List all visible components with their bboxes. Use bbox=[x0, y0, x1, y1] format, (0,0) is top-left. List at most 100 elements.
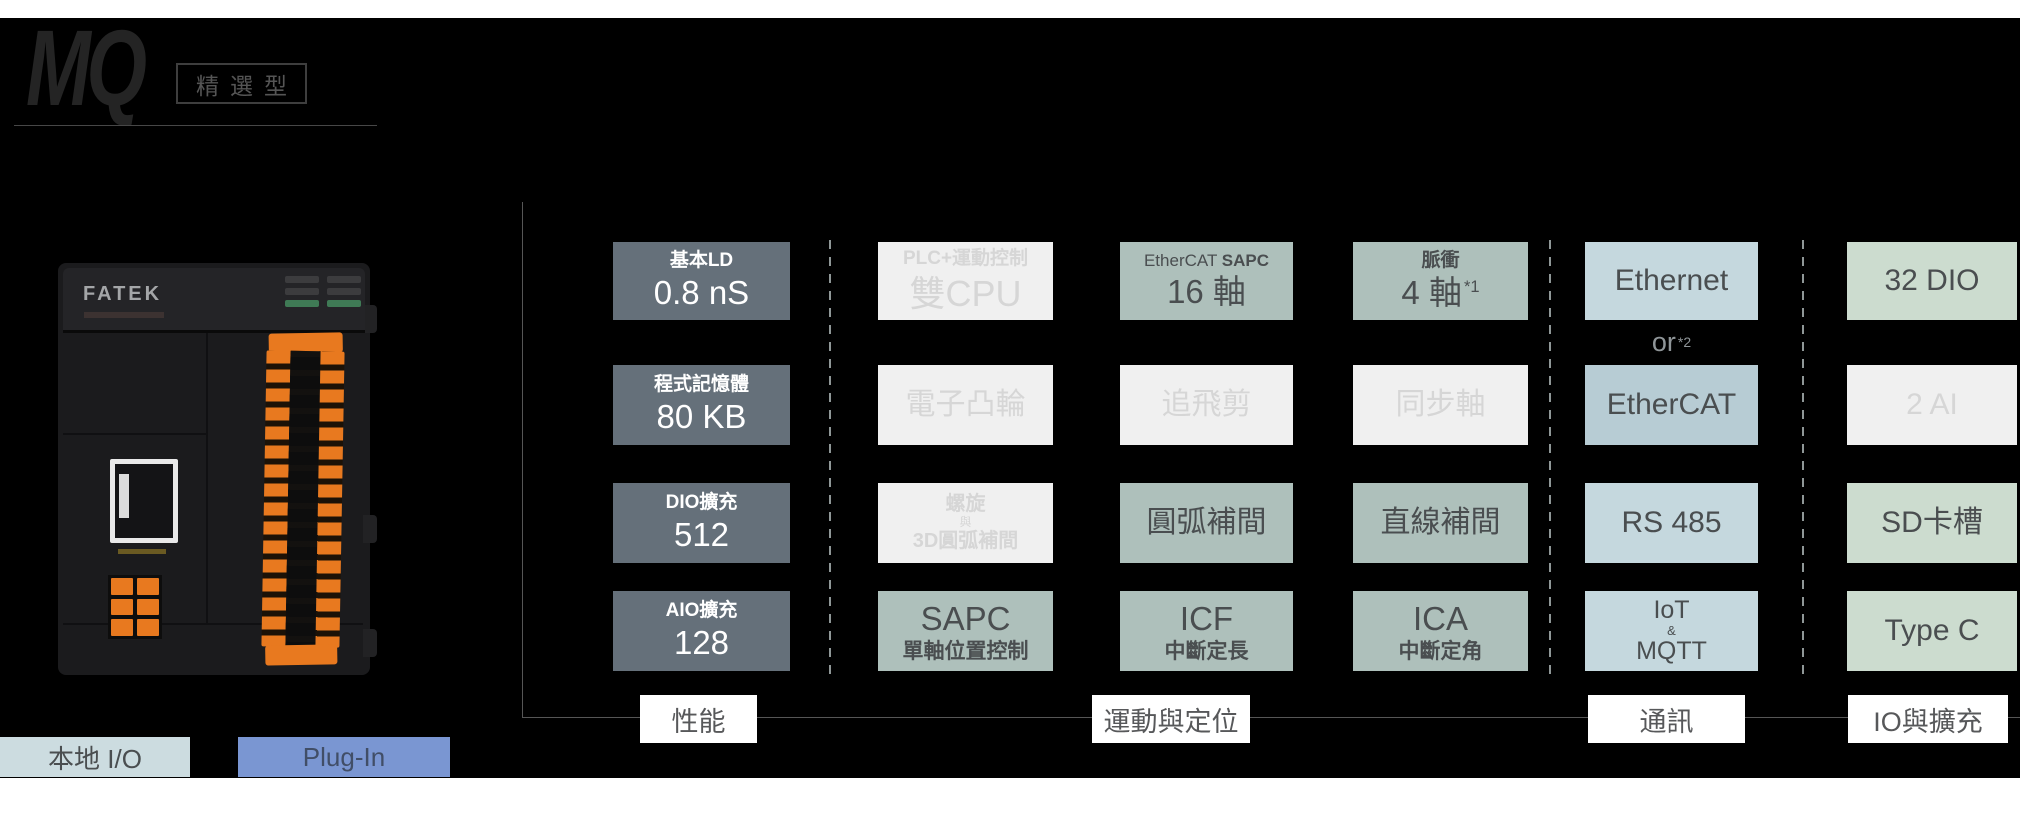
tile-value: 16 軸 bbox=[1167, 273, 1246, 311]
tile-electronic-cam-unavailable: 電子凸輪 bbox=[878, 365, 1053, 445]
led-indicator bbox=[285, 276, 319, 283]
column-separator-dashed bbox=[1802, 240, 1804, 676]
tile-value: 512 bbox=[673, 516, 730, 554]
connector-cell bbox=[137, 619, 159, 636]
io-mini-connector bbox=[108, 575, 162, 639]
terminal-teeth-right bbox=[315, 351, 345, 648]
plc-device-illustration: FATEK bbox=[58, 263, 377, 675]
page-title: MQ bbox=[26, 7, 147, 128]
led-indicator bbox=[285, 288, 319, 295]
tile-label: DIO擴充 bbox=[665, 491, 738, 513]
tile-rs485: RS 485 bbox=[1585, 483, 1758, 563]
footnote-marker: *1 bbox=[1463, 278, 1480, 297]
tile-label: 程式記憶體 bbox=[653, 373, 749, 395]
tile-value: SAPC bbox=[920, 600, 1011, 638]
tile-value: 128 bbox=[673, 624, 730, 662]
device-panel-seam bbox=[63, 433, 206, 435]
tile-line2: 與 bbox=[959, 515, 972, 530]
diagram-canvas: MQ 精選型 FATEK bbox=[0, 14, 2020, 778]
tile-value: 0.8 nS bbox=[653, 274, 750, 312]
tile-aio-expansion: AIO擴充 128 bbox=[613, 591, 790, 671]
tile-value: Ethernet bbox=[1614, 263, 1729, 297]
led-indicator bbox=[327, 288, 361, 295]
tile-value: 32 DIO bbox=[1884, 263, 1980, 297]
header-divider bbox=[14, 125, 377, 126]
tile-value: 同步軸 bbox=[1395, 387, 1486, 421]
tile-type-c: Type C bbox=[1847, 591, 2017, 671]
tile-ethernet: Ethernet bbox=[1585, 242, 1758, 320]
tile-value: SD卡槽 bbox=[1881, 505, 1983, 539]
terminal-block bbox=[261, 332, 347, 666]
connector-cell bbox=[137, 598, 159, 616]
tile-value: 80 KB bbox=[656, 398, 747, 436]
connector-cell bbox=[137, 578, 159, 595]
diagram-left-border bbox=[522, 202, 523, 717]
tile-label: AIO擴充 bbox=[665, 599, 738, 621]
tile-dio-expansion: DIO擴充 512 bbox=[613, 483, 790, 563]
device-din-clip bbox=[363, 629, 377, 657]
tile-linear-interpolation: 直線補間 bbox=[1353, 483, 1528, 563]
device-din-clip bbox=[363, 305, 377, 333]
tile-helical-3d-arc-unavailable: 螺旋 與 3D圓弧補間 bbox=[878, 483, 1053, 563]
tile-2ai-unavailable: 2 AI bbox=[1847, 365, 2017, 445]
tile-sd-card-slot: SD卡槽 bbox=[1847, 483, 2017, 563]
tile-ethercat: EtherCAT bbox=[1585, 365, 1758, 445]
tile-flying-shear-unavailable: 追飛剪 bbox=[1120, 365, 1293, 445]
tile-line3: MQTT bbox=[1636, 636, 1707, 665]
tile-arc-interpolation: 圓弧補間 bbox=[1120, 483, 1293, 563]
column-separator-dashed bbox=[1549, 240, 1551, 676]
category-label-performance: 性能 bbox=[640, 695, 757, 743]
tile-subtitle: 單軸位置控制 bbox=[902, 640, 1029, 664]
category-label-io-expansion: IO與擴充 bbox=[1848, 695, 2008, 743]
tile-line1: 螺旋 bbox=[945, 493, 986, 516]
tile-value: ICF bbox=[1179, 600, 1234, 638]
category-label-communication: 通訊 bbox=[1588, 695, 1745, 743]
series-badge: 精選型 bbox=[176, 63, 307, 104]
connector-cell bbox=[111, 578, 133, 595]
tile-subtitle: 中斷定角 bbox=[1398, 640, 1483, 664]
tile-value: 雙CPU bbox=[909, 272, 1022, 314]
tile-label: EtherCAT SAPC bbox=[1143, 250, 1270, 270]
or-connector: or*2 bbox=[1651, 326, 1692, 357]
led-indicator bbox=[327, 276, 361, 283]
tile-pulse-axes: 脈衝 4 軸*1 bbox=[1353, 242, 1528, 320]
tile-value: 圓弧補間 bbox=[1146, 505, 1267, 539]
tile-value: EtherCAT bbox=[1606, 387, 1737, 421]
tile-line2: & bbox=[1667, 623, 1676, 639]
tile-label: 脈衝 bbox=[1421, 249, 1460, 271]
tile-32dio: 32 DIO bbox=[1847, 242, 2017, 320]
device-din-clip bbox=[363, 515, 377, 543]
tile-line1: IoT bbox=[1653, 596, 1690, 625]
tile-line3: 3D圓弧補間 bbox=[912, 529, 1019, 552]
device-model-text bbox=[84, 312, 164, 318]
device-brand-logo: FATEK bbox=[83, 283, 163, 305]
tile-value: RS 485 bbox=[1621, 505, 1722, 539]
tile-icf: ICF 中斷定長 bbox=[1120, 591, 1293, 671]
ethernet-port-label bbox=[118, 549, 166, 554]
tile-dual-cpu-unavailable: PLC+運動控制 雙CPU bbox=[878, 242, 1053, 320]
terminal-cap-bottom bbox=[265, 644, 338, 666]
device-status-leds bbox=[285, 276, 361, 307]
tile-subtitle: 中斷定長 bbox=[1164, 640, 1249, 664]
tile-program-memory: 程式記憶體 80 KB bbox=[613, 365, 790, 445]
tile-label: PLC+運動控制 bbox=[902, 247, 1029, 269]
tile-sync-axis-unavailable: 同步軸 bbox=[1353, 365, 1528, 445]
column-separator-dashed bbox=[829, 240, 831, 676]
tag-local-io: 本地 I/O bbox=[0, 737, 190, 777]
tile-ethercat-sapc-axes: EtherCAT SAPC 16 軸 bbox=[1120, 242, 1293, 320]
tile-value: 追飛剪 bbox=[1161, 387, 1252, 421]
tag-plug-in: Plug-In bbox=[238, 737, 450, 777]
tile-value: 直線補間 bbox=[1380, 505, 1501, 539]
led-indicator-green bbox=[327, 300, 361, 307]
tile-iot-mqtt: IoT & MQTT bbox=[1585, 591, 1758, 671]
tile-ica: ICA 中斷定角 bbox=[1353, 591, 1528, 671]
device-panel-seam bbox=[63, 623, 363, 625]
tile-value: 2 AI bbox=[1906, 387, 1958, 421]
tile-basic-ld-speed: 基本LD 0.8 nS bbox=[613, 242, 790, 320]
tile-sapc: SAPC 單軸位置控制 bbox=[878, 591, 1053, 671]
footnote-marker: *2 bbox=[1677, 334, 1692, 350]
tile-value: Type C bbox=[1884, 613, 1980, 647]
device-panel-seam bbox=[206, 333, 208, 623]
ethernet-port bbox=[110, 459, 178, 543]
tile-label: 基本LD bbox=[669, 249, 734, 271]
